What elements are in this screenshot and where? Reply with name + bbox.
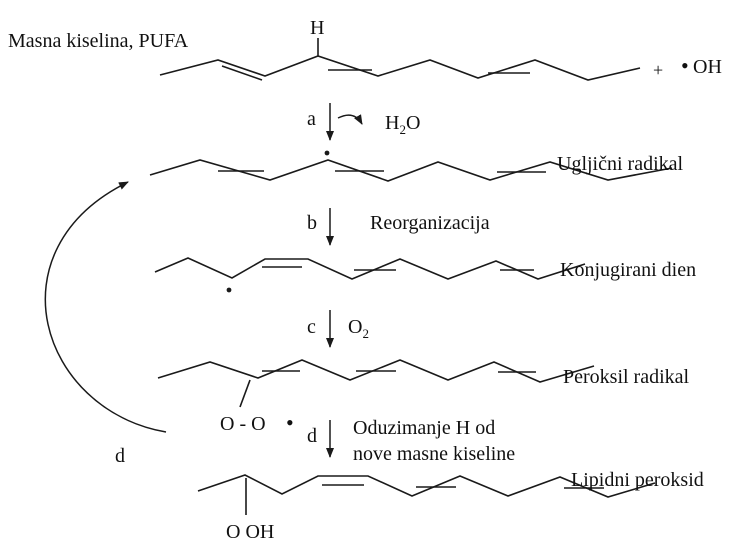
step-c-label: O2	[348, 316, 369, 341]
loop-letter: d	[115, 445, 125, 467]
diene-radical-dot	[226, 287, 232, 293]
species-conjugated-diene: Konjugirani dien	[560, 259, 696, 281]
conjugated-diene-chain	[154, 257, 586, 280]
step-c-letter: c	[307, 316, 316, 338]
species-lipid-peroxide: Lipidni peroksid	[571, 469, 704, 491]
pufa-chain	[159, 38, 641, 81]
step-d-letter: d	[307, 425, 317, 447]
step-a-product: H2O	[385, 112, 420, 137]
peroxyl-radical-chain	[157, 359, 595, 408]
peroxyl-group: O - O	[220, 413, 266, 435]
carbon-radical-dot	[324, 150, 330, 156]
h-atom: H	[310, 17, 324, 39]
hydroxyl-radical-dot: •	[681, 53, 689, 78]
peroxyl-radical-dot: •	[286, 410, 294, 435]
step-a-arrow	[326, 103, 363, 141]
step-b-letter: b	[307, 212, 317, 234]
hydroperoxyl-group: O OH	[226, 521, 274, 543]
carbon-radical-chain	[149, 159, 673, 182]
step-d-label-line2: nove masne kiseline	[353, 443, 515, 465]
species-peroxyl-radical: Peroksil radikal	[563, 366, 690, 388]
step-d-label-line1: Oduzimanje H od	[353, 417, 495, 439]
step-b-label: Reorganizacija	[370, 212, 490, 234]
pufa-title: Masna kiselina, PUFA	[8, 30, 189, 52]
propagation-loop-arrow	[44, 181, 167, 433]
plus-sign: +	[653, 60, 663, 80]
hydroxyl-radical-label: OH	[693, 56, 722, 78]
species-carbon-radical: Ugljični radikal	[557, 153, 684, 175]
lipid-peroxide-chain	[197, 474, 656, 515]
step-a-letter: a	[307, 108, 316, 130]
